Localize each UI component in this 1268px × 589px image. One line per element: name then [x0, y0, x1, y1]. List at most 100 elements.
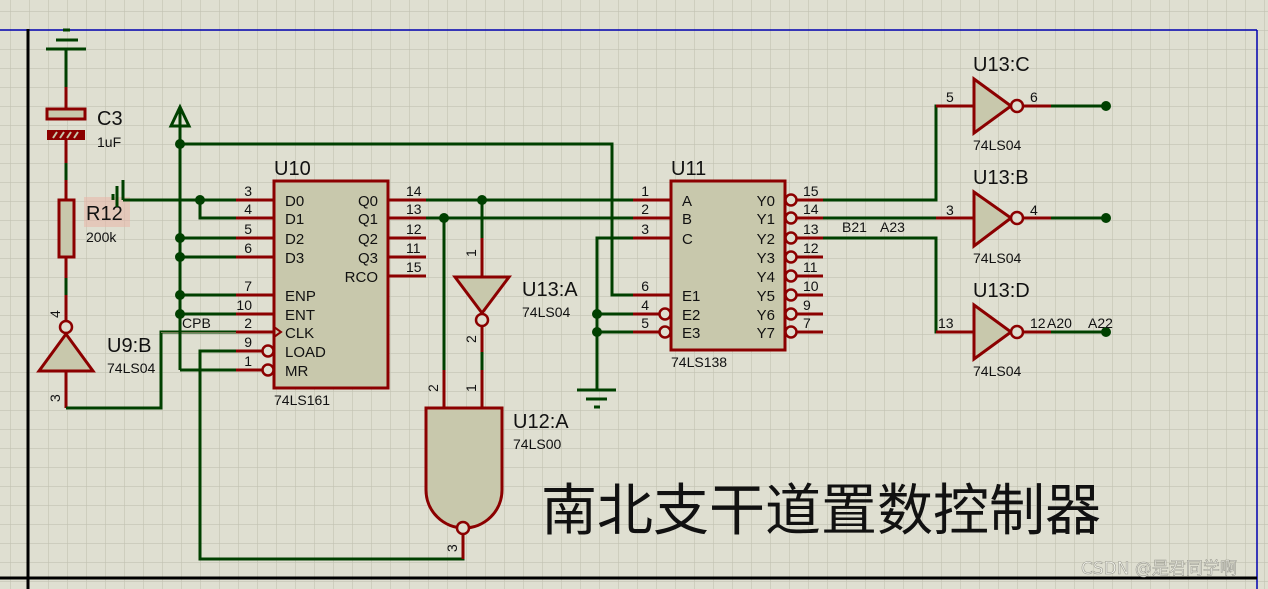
u13d-ref: U13:D	[973, 280, 1030, 302]
clk-highlight	[161, 332, 236, 333]
pin-number: 7	[244, 278, 252, 294]
u11-pin-y6[interactable]: 9Y6	[757, 297, 823, 324]
nand-gate-u12a[interactable]: 2 1 3 U12:A 74LS00	[424, 370, 569, 559]
u13c-pin-out: 6	[1030, 89, 1038, 105]
resistor-r12[interactable]: R12 200k	[57, 180, 130, 278]
u13a-ref: U13:A	[522, 279, 578, 301]
pin-number: 2	[244, 315, 252, 331]
pin-label: C	[682, 231, 693, 248]
u11-pin-e1[interactable]: 6E1	[633, 278, 700, 305]
pin-number: 11	[803, 259, 818, 275]
wire-d1[interactable]	[198, 200, 236, 220]
u10-pin-d2[interactable]: 5D2	[236, 221, 304, 248]
pin-label: E3	[682, 325, 700, 342]
u10-pin-d3[interactable]: 6D3	[236, 240, 304, 267]
u10-ref: U10	[274, 158, 311, 180]
u11-pin-e2[interactable]: 4E2	[633, 297, 700, 324]
ic-u10[interactable]: U10 74LS161 3D04D15D26D37ENP10ENT2CLK9LO…	[236, 158, 426, 408]
pin-number: 4	[244, 201, 252, 217]
u13b-ref: U13:B	[973, 167, 1029, 189]
output-terminal-u13c[interactable]	[1101, 101, 1111, 111]
u11-pin-b[interactable]: 2B	[633, 201, 692, 228]
pin-label: Y1	[757, 211, 775, 228]
junction	[175, 252, 185, 262]
output-terminal-u13d[interactable]	[1101, 327, 1111, 337]
junction	[175, 309, 185, 319]
u13c-pin-in: 5	[946, 89, 954, 105]
watermark: CSDN @是君同学啊	[1081, 559, 1237, 579]
junction	[175, 290, 185, 300]
inverter-u13b[interactable]: 3 4 U13:B 74LS04	[936, 167, 1051, 266]
u10-pin-d1[interactable]: 4D1	[236, 201, 304, 228]
pin-number: 6	[244, 240, 252, 256]
pin-label: Q2	[358, 231, 378, 248]
pin-number: 9	[244, 334, 252, 350]
pin-label: RCO	[345, 269, 378, 286]
u10-pin-d0[interactable]: 3D0	[236, 183, 304, 210]
c3-ref: C3	[97, 108, 123, 130]
pin-label: A	[682, 193, 692, 210]
junction	[175, 233, 185, 243]
pin-label: Q0	[358, 193, 378, 210]
pin-label: E1	[682, 288, 700, 305]
pin-label: MR	[285, 363, 308, 380]
pin-label: D2	[285, 231, 304, 248]
junction	[592, 309, 602, 319]
u13a-part: 74LS04	[522, 304, 570, 320]
u13d-part: 74LS04	[973, 363, 1021, 379]
capacitor-c3[interactable]: C3 1uF	[45, 87, 123, 163]
u9b-part: 74LS04	[107, 360, 155, 376]
pin-label: Y2	[757, 231, 775, 248]
pin-label: Q1	[358, 211, 378, 228]
output-terminal-u13b[interactable]	[1101, 213, 1111, 223]
wire-c-ground[interactable]	[595, 236, 636, 390]
u11-pin-c[interactable]: 3C	[633, 221, 693, 248]
pin-number: 13	[406, 201, 422, 217]
pin-label: D1	[285, 211, 304, 228]
pin-number: 13	[803, 221, 819, 237]
u13a-pin-out: 2	[463, 335, 479, 343]
u11-pin-e3[interactable]: 5E3	[633, 315, 700, 342]
inverter-u9b[interactable]: 4 3 U9:B 74LS04	[36, 295, 155, 408]
u13d-pin-out: 12	[1030, 315, 1046, 331]
u10-pin-mr[interactable]: 1MR	[236, 353, 308, 380]
junction	[592, 327, 602, 337]
u13b-pin-in: 3	[946, 202, 954, 218]
inverter-u13c[interactable]: 5 6 U13:C 74LS04	[936, 54, 1051, 153]
u11-pin-y7[interactable]: 7Y7	[757, 315, 823, 342]
inverter-u13d[interactable]: 13 12 U13:D 74LS04	[936, 280, 1051, 379]
inverter-u13a[interactable]: 1 2 U13:A 74LS04	[452, 238, 578, 352]
pin-label: ENT	[285, 307, 315, 324]
pin-number: 6	[641, 278, 649, 294]
pin-label: E2	[682, 307, 700, 324]
pin-number: 3	[244, 183, 252, 199]
pin-number: 2	[641, 201, 649, 217]
r12-selection-highlight	[84, 197, 130, 227]
ground-symbol[interactable]	[577, 388, 616, 409]
u9b-pin-out: 3	[47, 394, 63, 402]
pin-number: 10	[236, 297, 252, 313]
u11-pin-a[interactable]: 1A	[633, 183, 692, 210]
u12a-pin-out: 3	[444, 544, 460, 552]
pin-number: 7	[803, 315, 811, 331]
